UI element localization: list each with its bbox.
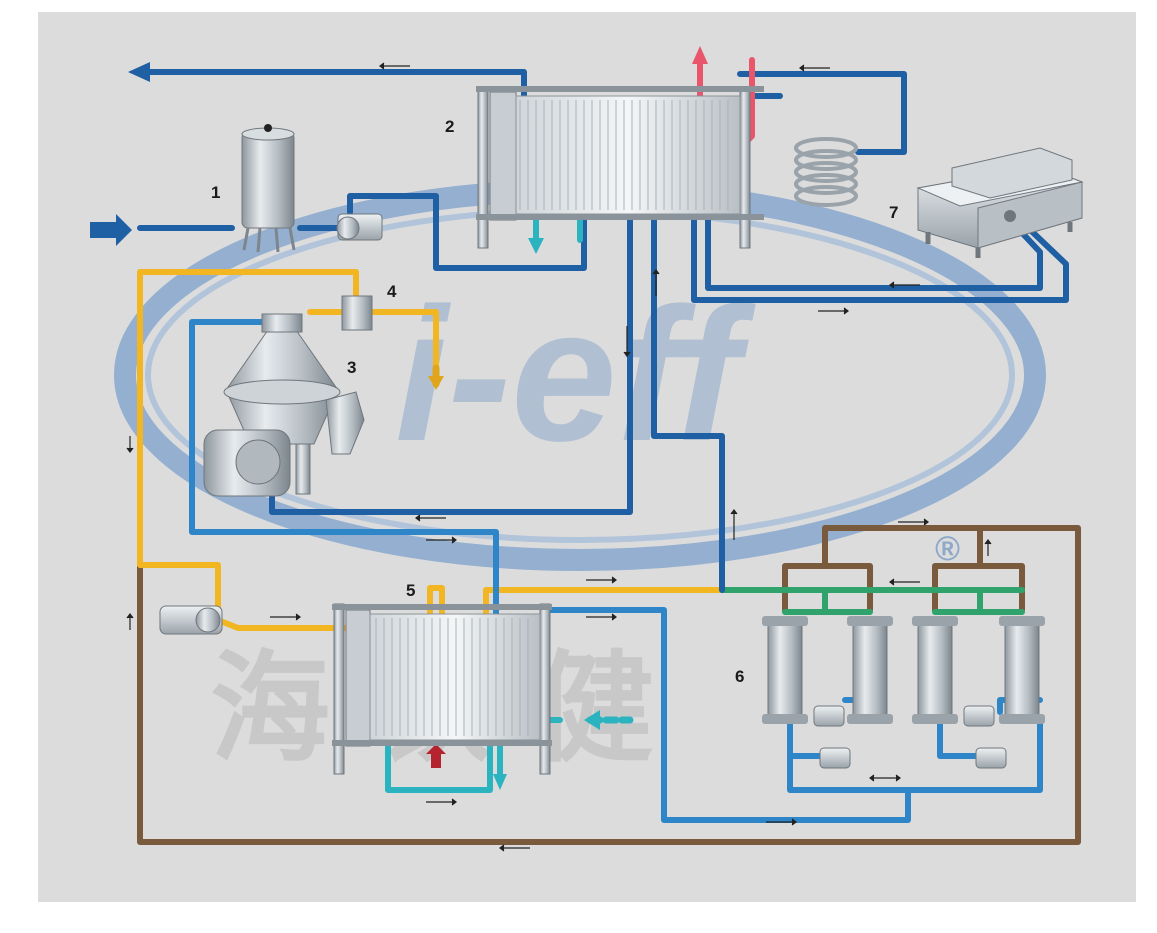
product-outlet-arrowhead	[128, 62, 150, 82]
chilled-inlet-head	[584, 710, 600, 730]
separator-3	[203, 313, 365, 497]
watermark-latin: i-eff	[395, 269, 757, 481]
cooling-arrowhead	[528, 238, 544, 254]
balance-tank	[241, 124, 296, 253]
cream-outlet-head	[428, 376, 444, 390]
label-2: 2	[445, 117, 454, 136]
control-unit-4	[341, 295, 373, 331]
label-5: 5	[406, 581, 415, 600]
label-3: 3	[347, 358, 356, 377]
label-7: 7	[889, 203, 898, 222]
separator-feed-line	[651, 185, 725, 593]
filtrate-line	[717, 587, 1025, 615]
membrane-modules-6	[762, 616, 1045, 769]
steam-inlet-arrow	[426, 744, 446, 768]
watermark-registered: ®	[935, 530, 960, 568]
equipment-labels: 1 2 3 4 5 6 7	[211, 117, 898, 686]
flow-arrows	[126, 62, 992, 852]
label-6: 6	[735, 667, 744, 686]
label-1: 1	[211, 183, 220, 202]
feed-pump-1	[336, 213, 383, 241]
label-4: 4	[387, 282, 397, 301]
cooling-outlet-arrowhead	[493, 774, 507, 790]
plate-heat-exchanger-5	[332, 603, 552, 775]
cream-pump	[159, 605, 223, 635]
plate-heat-exchanger-2	[476, 86, 764, 249]
homogenizer-7	[916, 147, 1084, 258]
product-inlet-arrow	[90, 214, 132, 246]
coil-line	[737, 71, 907, 155]
hot-water-arrowhead	[692, 46, 708, 64]
holding-coil	[794, 137, 858, 207]
